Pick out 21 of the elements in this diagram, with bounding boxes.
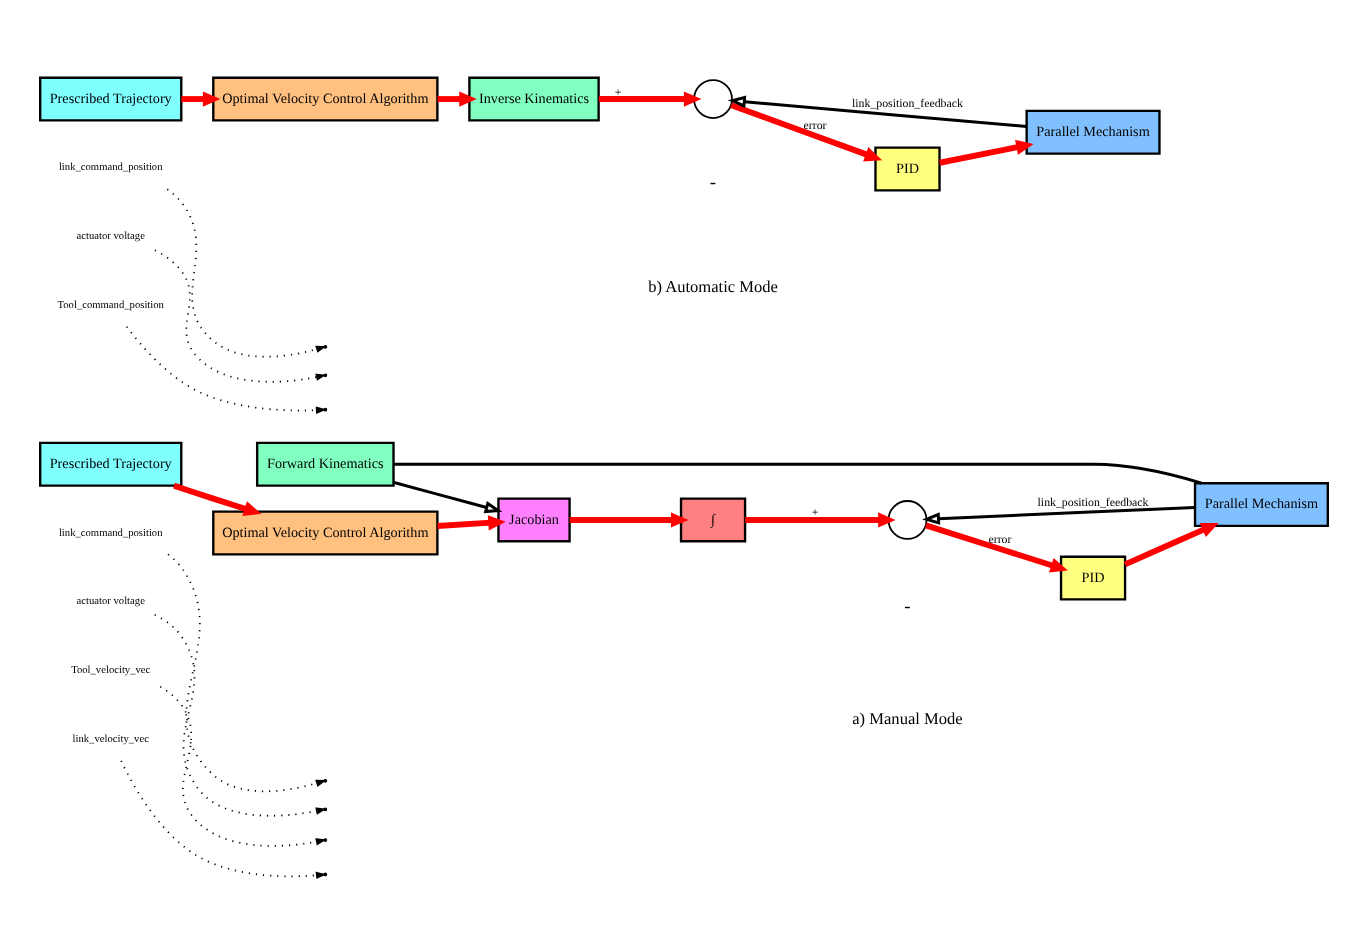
arrow (181, 91, 221, 107)
connector (393, 462, 1202, 485)
arrow (939, 139, 1034, 166)
arrow (922, 505, 1195, 525)
arrow (745, 512, 896, 528)
arrow (730, 102, 883, 162)
arrow (1123, 522, 1219, 568)
arrow (599, 91, 702, 107)
arrow (728, 95, 1027, 128)
label: - (709, 173, 717, 194)
node-circle (887, 500, 928, 540)
arrow (393, 481, 503, 514)
node-circle (693, 79, 733, 119)
arrow (437, 515, 506, 531)
label: - (904, 598, 911, 619)
arrow (437, 91, 477, 107)
arrow (569, 512, 689, 528)
arrow (173, 482, 262, 516)
label: b) Automatic Mode (648, 277, 778, 296)
arrow (925, 522, 1068, 573)
label: a) Manual Mode (852, 709, 963, 728)
